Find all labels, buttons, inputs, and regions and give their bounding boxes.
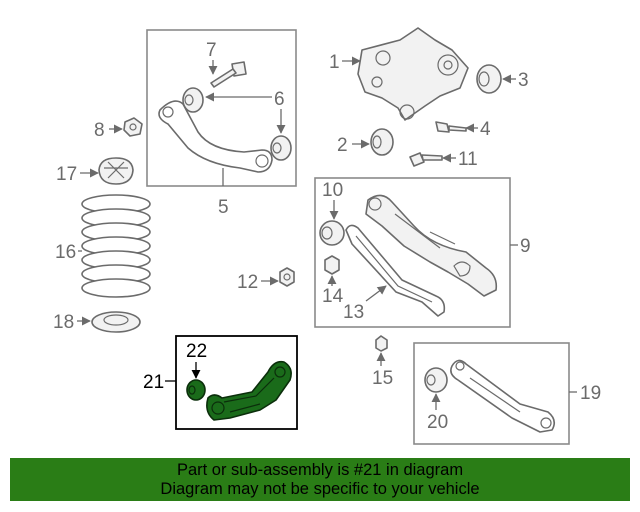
bolt-part-11[interactable]	[409, 152, 443, 167]
group-box-5	[146, 29, 297, 187]
callout-11: 11	[458, 149, 478, 170]
callout-4: 4	[480, 119, 491, 140]
knuckle-part[interactable]	[357, 27, 469, 121]
banner-line-1: Part or sub-assembly is #21 in diagram	[176, 461, 464, 479]
trailing-arm-part-13[interactable]	[345, 224, 446, 317]
callout-19: 19	[580, 383, 601, 404]
spring-seat-part-18[interactable]	[91, 311, 141, 333]
callout-7: 7	[206, 40, 217, 61]
coil-spring-part-16[interactable]	[81, 194, 151, 298]
callout-20: 20	[427, 412, 448, 433]
group-box-9	[314, 177, 511, 328]
bushing-part-20[interactable]	[424, 367, 448, 393]
callout-8: 8	[94, 120, 105, 141]
callout-16: 16	[55, 242, 76, 263]
callout-14: 14	[322, 286, 344, 307]
callout-3: 3	[518, 70, 529, 91]
banner-line-2: Diagram may not be specific to your vehi…	[160, 480, 480, 498]
bushing-part-2[interactable]	[370, 128, 394, 156]
spring-seat-part-17[interactable]	[98, 157, 134, 185]
group-box-21[interactable]	[175, 335, 298, 430]
callout-13: 13	[343, 302, 364, 323]
highlighted-arm-part-21[interactable]	[206, 360, 292, 421]
bolt-part-7[interactable]	[210, 61, 247, 88]
highlighted-bushing-part-22[interactable]	[186, 379, 206, 401]
bolt-part-4[interactable]	[435, 121, 467, 133]
bushing-part-3[interactable]	[476, 64, 502, 94]
lateral-arm-part[interactable]	[450, 359, 556, 433]
callout-9: 9	[520, 236, 531, 257]
bushing-part-6-b[interactable]	[270, 135, 292, 161]
bump-stop-part-8[interactable]	[123, 117, 143, 137]
callout-1: 1	[329, 52, 340, 73]
callout-5: 5	[218, 197, 229, 218]
callout-22[interactable]: 22	[186, 341, 207, 362]
info-banner: Part or sub-assembly is #21 in diagram D…	[10, 458, 630, 501]
leader-lines	[77, 56, 577, 410]
group-box-19	[413, 342, 570, 445]
callout-21[interactable]: 21	[143, 372, 164, 393]
bushing-part-10[interactable]	[319, 220, 345, 246]
callout-18: 18	[53, 312, 74, 333]
bushing-part-6-a[interactable]	[182, 87, 204, 113]
nut-part-12[interactable]	[279, 267, 295, 287]
callout-12: 12	[237, 272, 258, 293]
upper-arm-part[interactable]	[158, 100, 273, 173]
callout-15: 15	[372, 368, 393, 389]
callout-10: 10	[322, 180, 343, 201]
callout-17: 17	[56, 164, 77, 185]
callout-2: 2	[337, 135, 348, 156]
callout-6: 6	[274, 89, 285, 110]
nut-part-15[interactable]	[375, 335, 388, 352]
bushing-part-14[interactable]	[324, 255, 340, 275]
lower-arm-part[interactable]	[365, 194, 498, 297]
